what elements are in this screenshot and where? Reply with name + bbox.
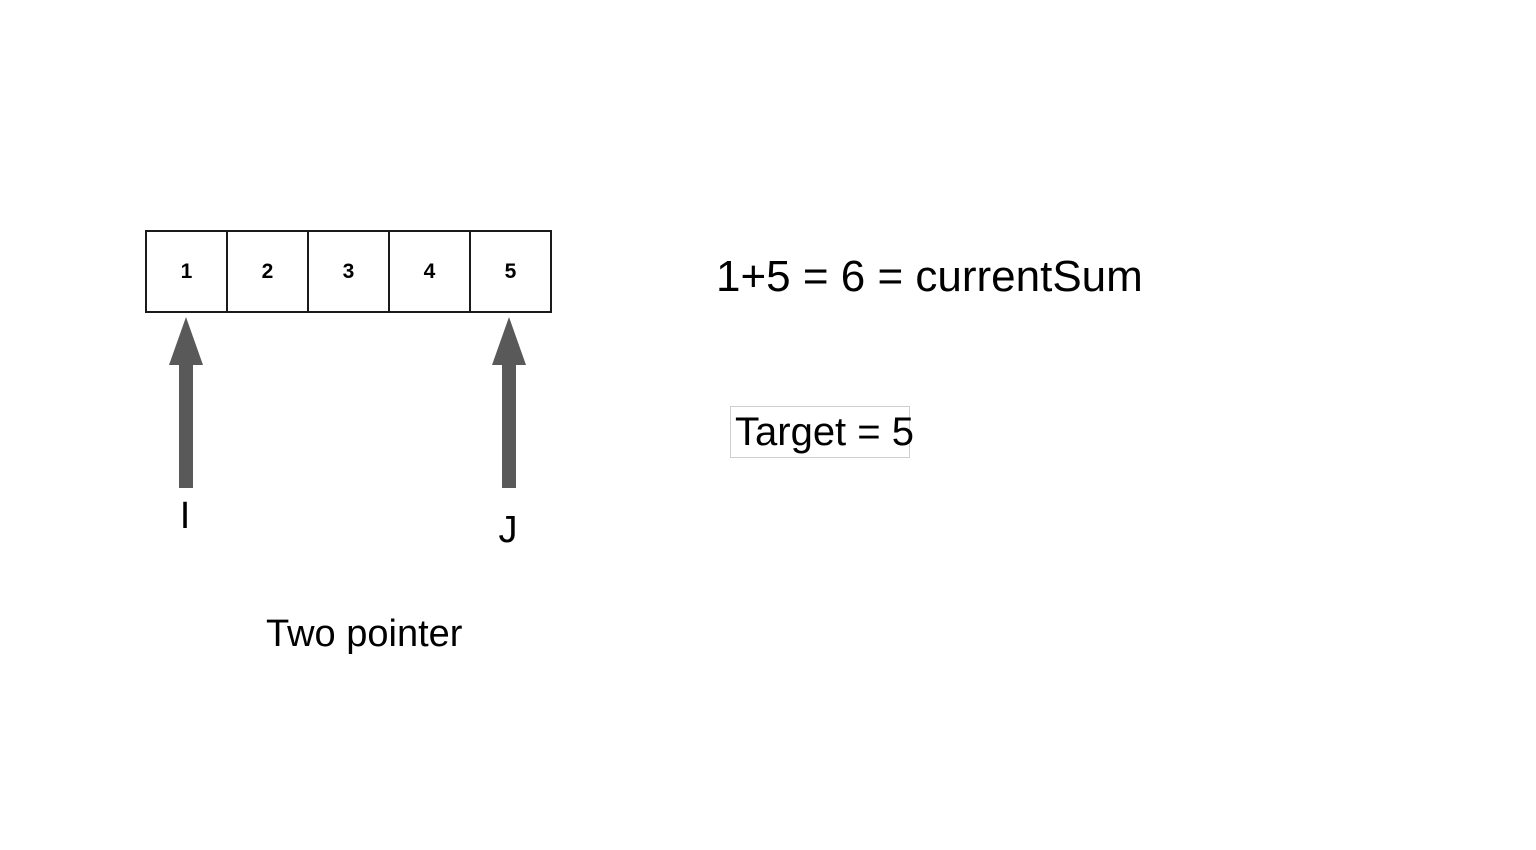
pointer-i-arrow-icon xyxy=(168,317,204,489)
pointer-j-label: J xyxy=(498,509,518,551)
pointer-j-arrow-icon xyxy=(491,317,527,489)
array-cell-value: 4 xyxy=(423,259,436,283)
target-box: Target = 5 xyxy=(730,406,914,458)
array-cell: 2 xyxy=(228,232,309,311)
array-container: 1 2 3 4 5 xyxy=(145,230,552,313)
array-cell: 5 xyxy=(471,232,550,311)
array-cell-value: 1 xyxy=(180,259,193,283)
pointer-i-label: I xyxy=(179,495,191,537)
array-cell-value: 5 xyxy=(504,259,517,283)
target-label: Target = 5 xyxy=(735,410,915,454)
array-cell: 1 xyxy=(147,232,228,311)
array-cell-value: 3 xyxy=(342,259,355,283)
array-cell: 4 xyxy=(390,232,471,311)
sum-expression-text: 1+5 = 6 = currentSum xyxy=(716,252,1143,301)
diagram-caption: Two pointer xyxy=(266,613,463,655)
array-cell-value: 2 xyxy=(261,259,274,283)
array-cell: 3 xyxy=(309,232,390,311)
